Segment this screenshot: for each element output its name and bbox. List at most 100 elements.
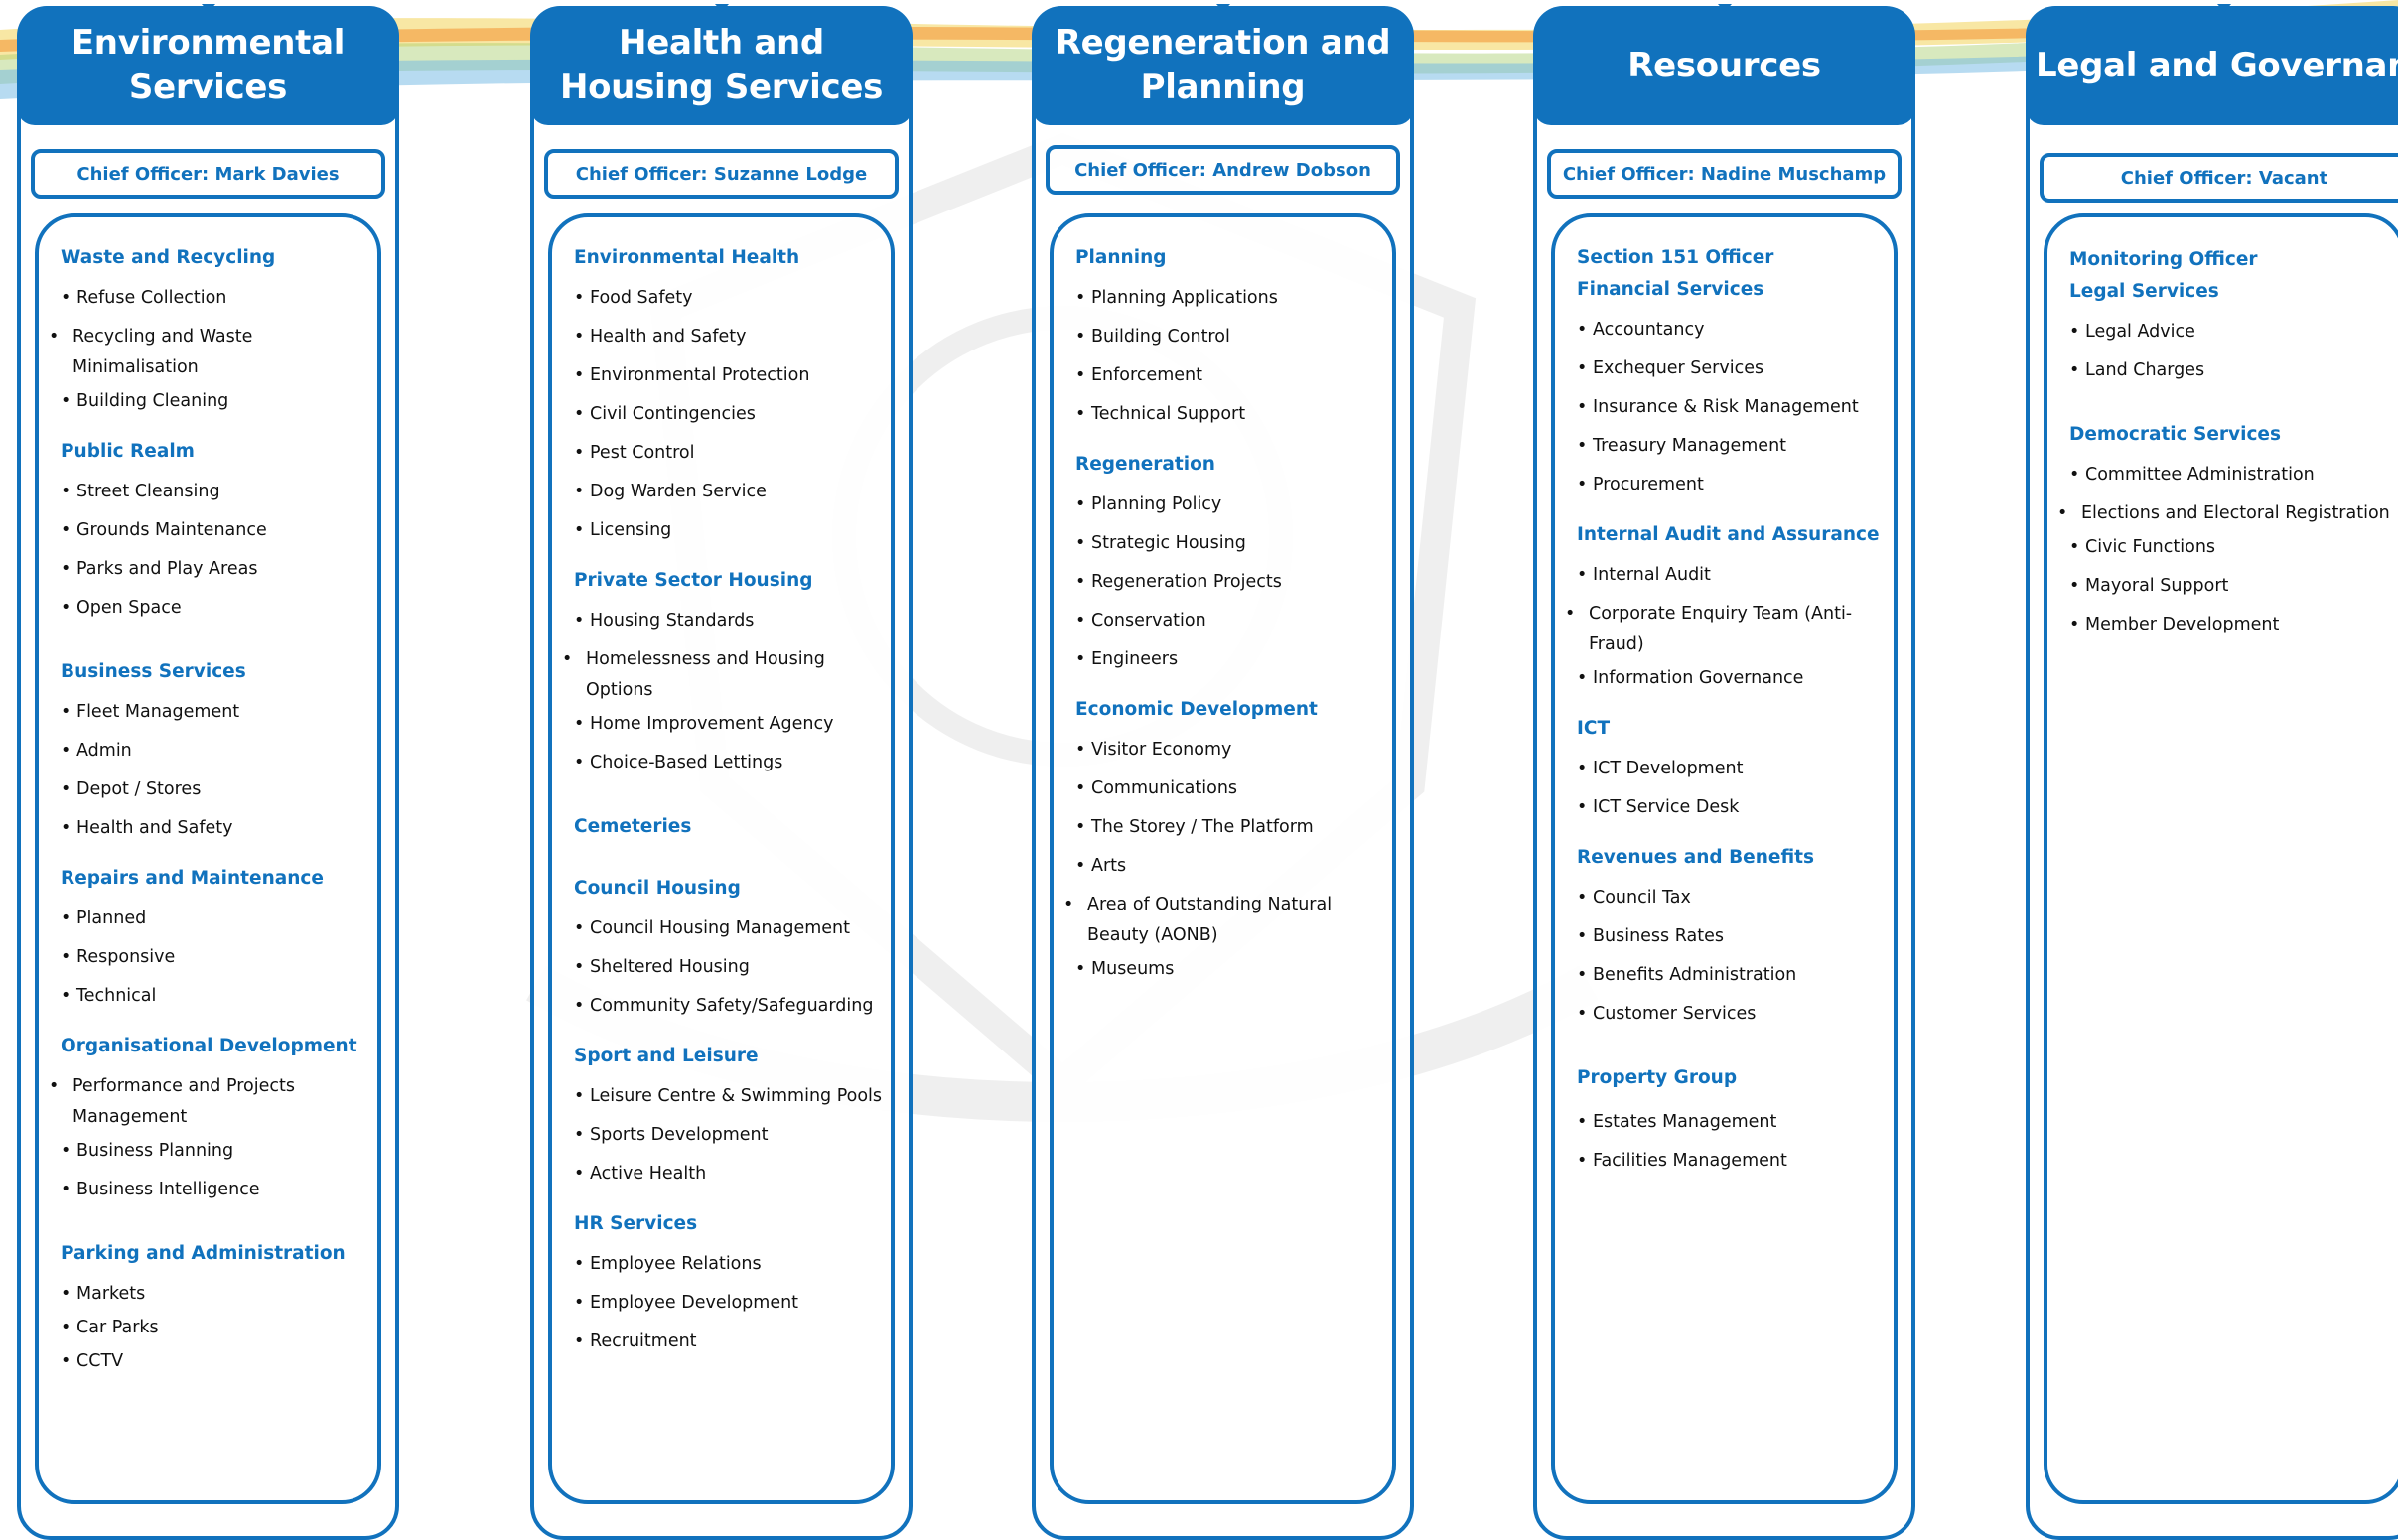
list-item: •Exchequer Services: [1577, 358, 1764, 378]
connector-arrow: [201, 4, 215, 12]
column-title: Regeneration and Planning: [1055, 23, 1391, 107]
list-item: •Food Safety: [574, 288, 693, 308]
column-header: Environmental Services: [17, 6, 399, 125]
list-item: •Employee Development: [574, 1293, 799, 1313]
list-item: •Planned: [61, 909, 147, 928]
list-item: •Depot / Stores: [61, 779, 202, 799]
list-item: •Civic Functions: [2069, 537, 2216, 557]
list-item: •Visitor Economy: [1075, 740, 1232, 760]
list-item: •Markets: [61, 1284, 146, 1304]
list-item: •Street Cleansing: [61, 482, 220, 501]
column-title: Health and Housing Services: [559, 23, 884, 107]
section-title: Regeneration: [1075, 454, 1215, 475]
list-item: •Building Cleaning: [61, 391, 229, 411]
services-panel: [1551, 213, 1898, 1504]
list-item: •Museums: [1075, 959, 1175, 979]
list-item: •Pest Control: [574, 443, 695, 463]
list-item: •ICT Service Desk: [1577, 797, 1740, 817]
column-legal-and-governance: Legal and Governance Chief Officer: Vaca…: [2026, 4, 2398, 1540]
chief-officer-box: Chief Officer: Mark Davies: [31, 149, 385, 199]
section-title: Business Services: [61, 661, 246, 682]
list-item: •The Storey / The Platform: [1075, 817, 1314, 837]
services-panel: [1050, 213, 1396, 1504]
list-item: •Area of Outstanding Natural Beauty (AON…: [1063, 895, 1333, 945]
services-panel: [2044, 213, 2398, 1504]
column-resources: Resources Chief Officer: Nadine Muschamp…: [1533, 4, 1915, 1540]
list-item: •Planning Policy: [1075, 494, 1222, 514]
list-item: •Recruitment: [574, 1331, 697, 1351]
section-title: HR Services: [574, 1213, 698, 1234]
list-item: •Planning Applications: [1075, 288, 1278, 308]
column-header: Resources: [1533, 6, 1915, 125]
section-title: Monitoring Officer: [2069, 249, 2258, 270]
list-item: •Technical Support: [1075, 404, 1246, 424]
section-title: Council Housing: [574, 878, 741, 899]
list-item: •Recycling and Waste Minimalisation: [49, 327, 253, 377]
list-item: •Fleet Management: [61, 702, 240, 722]
services-list: Section 151 Officer Financial Services •…: [1565, 233, 1892, 1185]
list-item: •Accountancy: [1577, 320, 1705, 340]
services-panel: [548, 213, 895, 1504]
chief-officer-box: Chief Officer: Vacant: [2040, 153, 2398, 203]
section-title: Public Realm: [61, 441, 195, 462]
column-regeneration-and-planning: Regeneration and Planning Chief Officer:…: [1032, 4, 1414, 1540]
list-item: •Member Development: [2069, 615, 2280, 634]
column-title: Environmental Services: [71, 23, 346, 107]
services-panel: [35, 213, 381, 1504]
list-item: •Council Tax: [1577, 888, 1691, 908]
section-title: Repairs and Maintenance: [61, 868, 324, 889]
column-header: Legal and Governance: [2026, 6, 2398, 125]
list-item: •Council Housing Management: [574, 918, 850, 938]
list-item: •Facilities Management: [1577, 1151, 1787, 1171]
section-title: Internal Audit and Assurance: [1577, 524, 1880, 545]
column-title: Legal and Governance: [2036, 45, 2398, 85]
list-item: •Home Improvement Agency: [574, 714, 834, 734]
list-item: •Communications: [1075, 778, 1238, 798]
chief-officer-box: Chief Officer: Suzanne Lodge: [544, 149, 899, 199]
section-title: Democratic Services: [2069, 424, 2281, 445]
list-item: •Licensing: [574, 520, 672, 540]
list-item: •Benefits Administration: [1577, 965, 1797, 985]
list-item: •Customer Services: [1577, 1004, 1757, 1024]
list-item: •Sports Development: [574, 1125, 769, 1145]
list-item: •Business Rates: [1577, 926, 1724, 946]
connector-arrow: [2217, 4, 2231, 12]
list-item: •Corporate Enquiry Team (Anti-Fraud): [1565, 604, 1853, 654]
column-health-and-housing-services: Health and Housing Services Chief Office…: [530, 4, 913, 1540]
list-item: •Strategic Housing: [1075, 533, 1246, 553]
list-item: •Homelessness and Housing Options: [562, 649, 825, 700]
list-item: •Regeneration Projects: [1075, 572, 1282, 592]
list-item: •Responsive: [61, 947, 176, 967]
section-title: ICT: [1577, 718, 1611, 739]
section-title: Private Sector Housing: [574, 570, 813, 591]
chief-officer-box: Chief Officer: Nadine Muschamp: [1547, 149, 1902, 199]
list-item: •Sheltered Housing: [574, 957, 750, 977]
list-item: •CCTV: [61, 1351, 124, 1371]
list-item: •Technical: [61, 986, 157, 1006]
list-item: •Treasury Management: [1577, 436, 1787, 456]
list-item: •Dog Warden Service: [574, 482, 767, 501]
column-environmental-services: Environmental Services Chief Officer: Ma…: [17, 4, 399, 1540]
connector-arrow: [714, 4, 729, 12]
list-item: •Mayoral Support: [2069, 576, 2229, 596]
section-title: Revenues and Benefits: [1577, 847, 1815, 868]
list-item: •Business Intelligence: [61, 1180, 260, 1199]
column-title: Resources: [1627, 45, 1821, 85]
section-title: Section 151 Officer: [1577, 247, 1774, 268]
section-title: Planning: [1075, 247, 1167, 268]
list-item: •Car Parks: [61, 1318, 159, 1337]
list-item: •Housing Standards: [574, 611, 755, 630]
list-item: •Information Governance: [1577, 668, 1804, 688]
list-item: •Committee Administration: [2069, 465, 2315, 485]
section-title: Financial Services: [1577, 279, 1764, 300]
services-list: Planning •Planning Applications •Buildin…: [1063, 233, 1390, 993]
list-item: •Admin: [61, 741, 132, 761]
list-item: •Conservation: [1075, 611, 1206, 630]
list-item: •Choice-Based Lettings: [574, 753, 783, 772]
list-item: •Active Health: [574, 1164, 707, 1184]
section-title: Economic Development: [1075, 699, 1318, 720]
section-title: Sport and Leisure: [574, 1046, 759, 1066]
list-item: •Procurement: [1577, 475, 1704, 494]
services-list: Monitoring Officer Legal Services •Legal…: [2057, 233, 2398, 648]
list-item: •Leisure Centre & Swimming Pools: [574, 1086, 883, 1106]
